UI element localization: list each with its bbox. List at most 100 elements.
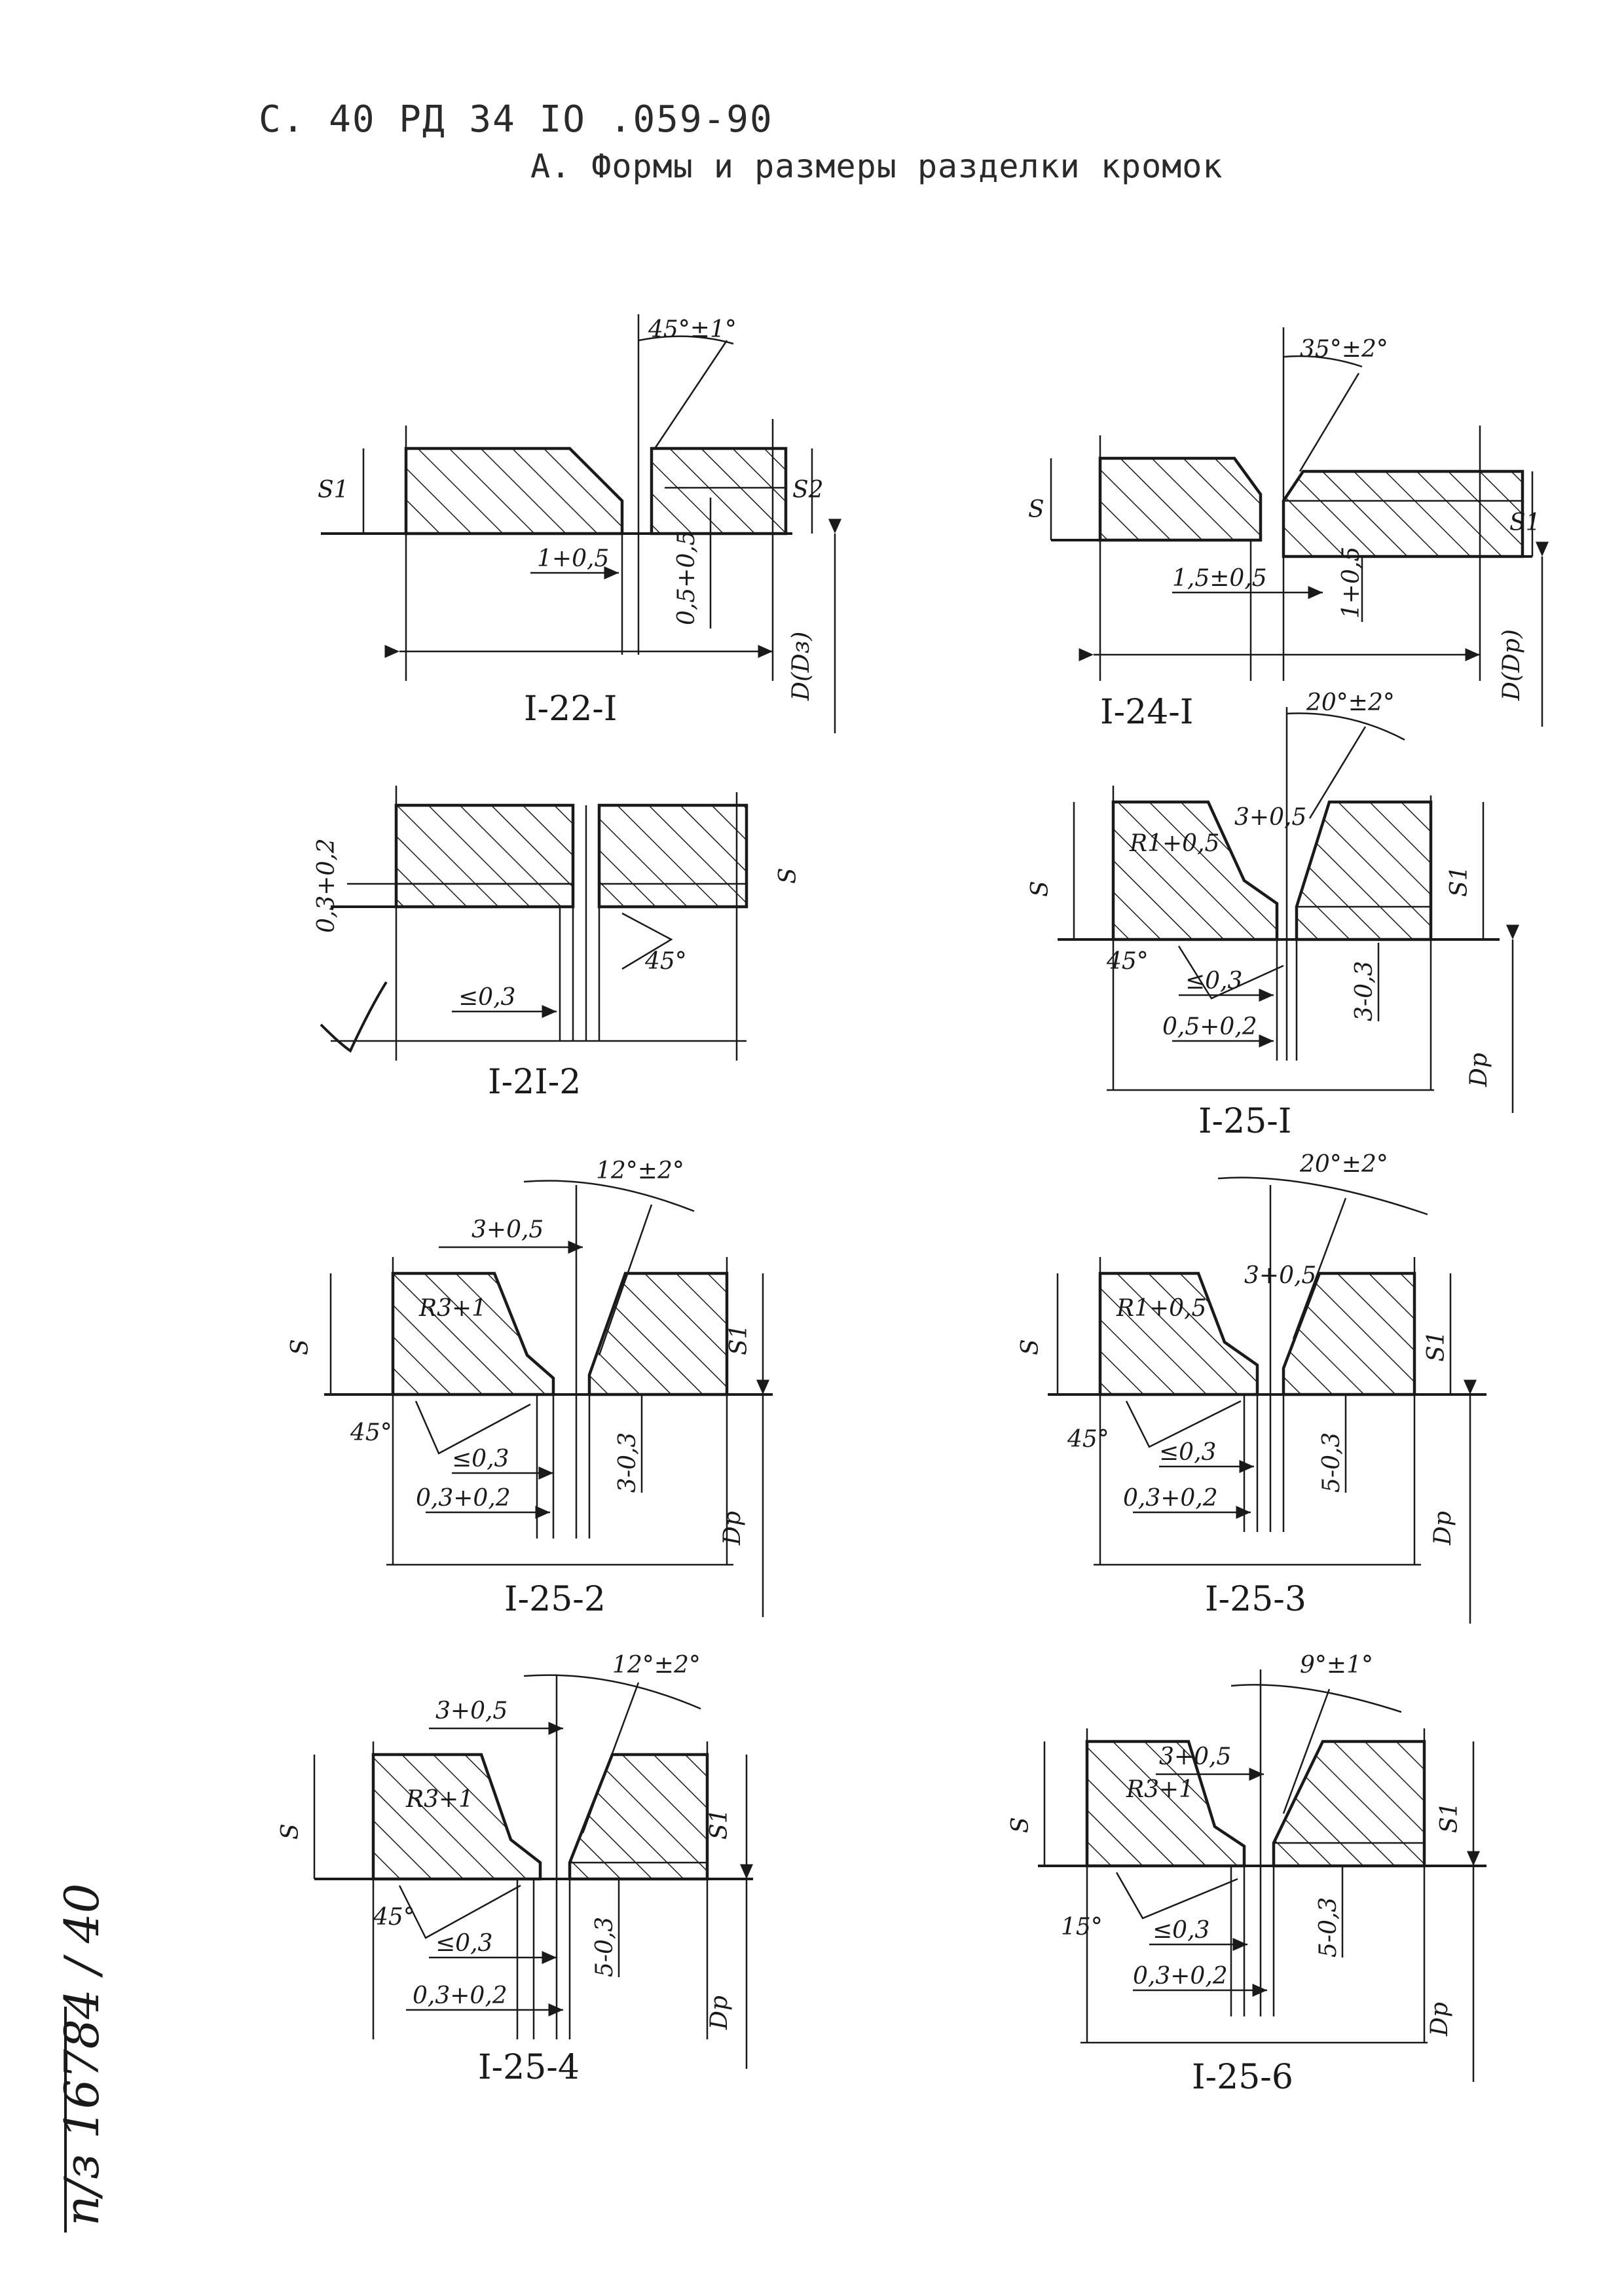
detail-caption: I-24-I	[1100, 693, 1193, 732]
plate-right	[1282, 1271, 1416, 1396]
tolerance-label: ≤0,3	[1185, 968, 1242, 994]
diameter-label: Dр	[706, 1995, 733, 2030]
detail-caption: I-25-6	[1192, 2058, 1293, 2097]
radius-label: R3+1	[418, 1295, 487, 1322]
plate-left	[1098, 456, 1263, 542]
thickness-label: S	[287, 1339, 314, 1355]
detail-caption: I-22-I	[524, 689, 617, 729]
gap-label: 3+0,5	[1159, 1743, 1231, 1770]
plate-right	[650, 446, 788, 536]
plate-right	[597, 803, 748, 909]
thickness-label: S	[1027, 881, 1054, 897]
thickness-label: S1	[318, 477, 349, 503]
tolerance-label: ≤0,3	[452, 1446, 509, 1472]
diameter-label: D(Dз)	[788, 632, 815, 701]
check-mark	[320, 981, 388, 1053]
plate-left	[404, 446, 624, 536]
detail-caption: I-2I-2	[488, 1063, 581, 1102]
gap-label: 1,5±0,5	[1172, 565, 1267, 592]
detail-i-25-4: 12°±2° 3+0,5 R3+1 S S1 45° ≤0,3 0,3+0,2 …	[277, 1652, 753, 2087]
detail-i-25-2: 12°±2° 3+0,5 R3+1 S S1 45° ≤0,3 0,3+0,2 …	[287, 1157, 773, 1619]
gap-label: 3+0,5	[471, 1216, 544, 1243]
radius-label: R1+0,5	[1129, 830, 1219, 857]
root-face-label: 0,3+0,2	[1133, 1963, 1228, 1990]
detail-i-22-i: 45°±1° S1 S2 1+0,5 0,5+0,5 D(Dз) I-22-I	[318, 314, 841, 733]
radius-label: R1+0,5	[1116, 1295, 1206, 1322]
root-face-label: 0,3+0,2	[416, 1485, 511, 1512]
thickness-label: S	[1028, 496, 1044, 523]
diameter-label: Dр	[1426, 2002, 1453, 2037]
thickness-label: S1	[1423, 1330, 1450, 1362]
angle-label: 45°±1°	[648, 316, 737, 343]
margin-note: п/з 16784 / 40	[54, 1884, 109, 2232]
plate-right	[1282, 469, 1524, 558]
radius-label: R3+1	[1126, 1776, 1194, 1803]
gap-label: 3+0,5	[1234, 804, 1306, 831]
gap-label: 1+0,5	[537, 545, 609, 572]
root-face-label: 0,5+0,2	[1162, 1013, 1257, 1040]
detail-i-24-i: 35°±2° S S1 1,5±0,5 1+0,5 D(Dр) I-24-I	[1028, 327, 1549, 732]
detail-caption: I-25-3	[1205, 1580, 1306, 1619]
root-face-label: 0,3+0,2	[413, 1982, 507, 2009]
diameter-label: Dр	[1466, 1053, 1492, 1087]
thickness-label: S1	[726, 1324, 752, 1355]
diameter-label: D(Dр)	[1498, 629, 1525, 701]
tolerance-label: ≤0,3	[435, 1930, 492, 1957]
thickness-label: S1	[1436, 1802, 1463, 1833]
chamfer-angle-label: 45°	[350, 1419, 392, 1446]
tolerance-label: ≤0,3	[1159, 1439, 1216, 1466]
thickness-label: S	[775, 867, 802, 884]
plate-right	[1295, 800, 1433, 941]
plate-left	[371, 1753, 542, 1881]
land-label: 3-0,3	[1351, 961, 1378, 1021]
chamfer-angle-label: 45°	[1067, 1426, 1109, 1453]
section-title: А. Формы и размеры разделки кромок	[530, 147, 1223, 185]
thickness-label: S2	[792, 477, 824, 503]
detail-caption: I-25-I	[1198, 1102, 1291, 1141]
plate-right	[587, 1271, 729, 1396]
diameter-label: Dр	[719, 1511, 746, 1546]
root-face-label: 0,3+0,2	[1123, 1485, 1218, 1512]
margin-note-text: п/з 16784 / 40	[54, 1884, 109, 2226]
document-reference: С. 40 РД 34 IO .059-90	[259, 98, 773, 141]
plate-right	[568, 1753, 709, 1881]
detail-i-25-6: 9°±1° 3+0,5 R3+1 S S1 15° ≤0,3 0,3+0,2 5…	[1007, 1652, 1486, 2097]
chamfer-angle-label: 45°	[1106, 948, 1149, 975]
angle-label: 9°±1°	[1300, 1652, 1373, 1679]
plate-left	[391, 1271, 555, 1396]
plate-left	[1098, 1271, 1259, 1396]
land-label: 3-0,3	[614, 1432, 641, 1493]
plate-right	[1272, 1740, 1426, 1868]
detail-i-2i-2: 0,3+0,2 S ≤0,3 45° I-2I-2	[313, 786, 802, 1102]
tolerance-label: ≤0,3	[1153, 1917, 1209, 1944]
angle-label: 20°±2°	[1306, 689, 1395, 716]
thickness-label: S1	[706, 1808, 733, 1840]
land-label: 5-0,3	[1315, 1897, 1342, 1958]
root-face-label: 0,3+0,2	[313, 838, 340, 933]
chamfer-angle-label: 15°	[1061, 1914, 1103, 1941]
angle-label: 35°±2°	[1300, 336, 1388, 363]
land-label: 5-0,3	[591, 1917, 618, 1977]
detail-i-25-3: 20°±2° 3+0,5 R1+0,5 S S1 45° ≤0,3 0,3+0,…	[1017, 1151, 1486, 1624]
angle-label: 45°	[644, 948, 687, 975]
thickness-label: S	[277, 1823, 304, 1840]
detail-i-25-i: 20°±2° R1+0,5 3+0,5 S S1 45° ≤0,3 0,5+0,…	[1027, 689, 1519, 1141]
angle-label: 12°±2°	[596, 1157, 684, 1184]
angle-label: 20°±2°	[1299, 1151, 1388, 1178]
detail-caption: I-25-2	[504, 1580, 606, 1619]
plate-left	[394, 803, 575, 909]
thickness-label: S1	[1509, 509, 1541, 536]
land-label: 0,5+0,5	[673, 530, 700, 625]
thickness-label: S	[1017, 1339, 1044, 1355]
detail-caption: I-25-4	[478, 2048, 580, 2087]
land-label: 1+0,5	[1338, 547, 1365, 619]
diameter-label: Dр	[1430, 1511, 1456, 1546]
thickness-label: S	[1007, 1817, 1034, 1833]
radius-label: R3+1	[405, 1786, 473, 1813]
gap-label: 3+0,5	[435, 1698, 507, 1724]
land-label: 5-0,3	[1318, 1432, 1345, 1493]
angle-label: 12°±2°	[612, 1652, 701, 1679]
thickness-label: S1	[1446, 866, 1473, 897]
chamfer-angle-label: 45°	[373, 1904, 415, 1931]
